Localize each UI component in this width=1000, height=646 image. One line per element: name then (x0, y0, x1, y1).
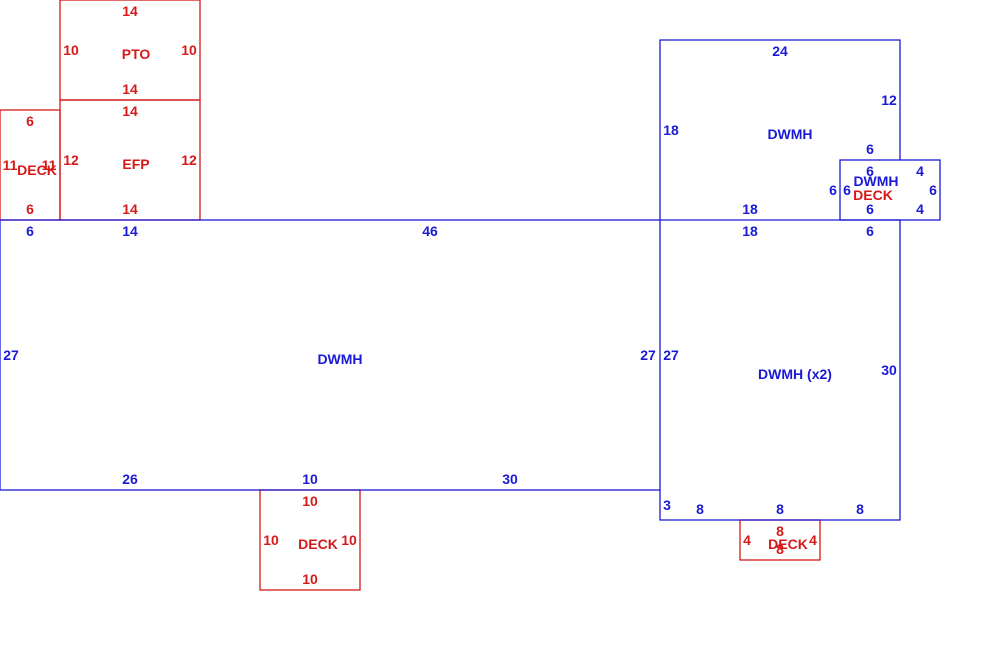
efp-dim-bottom: 14 (122, 201, 138, 217)
upper-dim-notch: 6 (866, 141, 874, 157)
addition-dim-bottom-c: 8 (856, 501, 864, 517)
small-deck-dim-top: 8 (776, 523, 784, 539)
upper-dim-left: 18 (663, 122, 679, 138)
bump-deck-dim-bottom: 4 (916, 201, 924, 217)
main-dim-top-left-b: 14 (122, 223, 138, 239)
main-dwmh-label: DWMH (317, 351, 362, 367)
bump-dim-left: 6 (829, 182, 837, 198)
bottom-deck-dim-right: 10 (341, 532, 357, 548)
upper-dwmh-outline (659, 39, 901, 220)
bottom-deck-dim-left: 10 (263, 532, 279, 548)
upper-dim-bottom: 18 (742, 201, 758, 217)
bump-deck-dim-left: 6 (843, 182, 851, 198)
bump-dwmh-label: DWMH (853, 173, 898, 189)
main-dim-top: 46 (422, 223, 438, 239)
small-deck-dim-bottom: 8 (776, 541, 784, 557)
bottom-deck-label: DECK (298, 536, 338, 552)
efp-dim-right: 12 (181, 152, 197, 168)
pto-dim-top: 14 (122, 3, 138, 19)
addition-dim-top-left: 18 (742, 223, 758, 239)
main-dim-left: 27 (3, 347, 19, 363)
main-dim-bottom-right: 30 (502, 471, 518, 487)
small-deck-dim-right: 4 (809, 532, 817, 548)
addition-outline (659, 219, 901, 521)
addition-dim-right: 30 (881, 362, 897, 378)
upper-dim-top: 24 (772, 43, 788, 59)
efp-dim-top: 14 (122, 103, 138, 119)
bump-deck-label: DECK (853, 187, 893, 203)
pto-dim-left: 10 (63, 42, 79, 58)
left-deck-dim-bottom: 6 (26, 201, 34, 217)
bump-deck-dim-top: 4 (916, 163, 924, 179)
left-deck-dim-right: 11 (42, 157, 57, 173)
bump-dim-top: 6 (866, 163, 874, 179)
main-dim-right: 27 (640, 347, 656, 363)
small-deck-label: DECK (768, 536, 808, 552)
bump-deck-dim-right: 6 (929, 182, 937, 198)
left-deck-dim-top: 6 (26, 113, 34, 129)
pto-dim-bottom: 14 (122, 81, 138, 97)
addition-dim-bottom-a: 8 (696, 501, 704, 517)
upper-dwmh-label: DWMH (767, 126, 812, 142)
main-dim-top-left-a: 6 (26, 223, 34, 239)
bump-outline (839, 159, 941, 221)
pto-label: PTO (122, 46, 151, 62)
left-deck-label: DECK (17, 162, 57, 178)
efp-dim-left: 12 (63, 152, 79, 168)
addition-dim-left: 27 (663, 347, 679, 363)
main-dwmh-outline (0, 219, 661, 491)
addition-label: DWMH (x2) (758, 366, 832, 382)
main-dim-bottom-mid: 10 (302, 471, 318, 487)
addition-dim-top-right: 6 (866, 223, 874, 239)
small-deck-dim-left: 4 (743, 532, 751, 548)
bottom-deck-dim-top: 10 (302, 493, 318, 509)
pto-dim-right: 10 (181, 42, 197, 58)
bump-dim-bottom: 6 (866, 201, 874, 217)
efp-label: EFP (122, 156, 149, 172)
upper-dim-right-top: 12 (881, 92, 897, 108)
bottom-deck-dim-bottom: 10 (302, 571, 318, 587)
left-deck-dim-left: 11 (3, 157, 18, 173)
main-dim-bottom-left: 26 (122, 471, 138, 487)
addition-dim-bottom-b: 8 (776, 501, 784, 517)
addition-dim-step: 3 (663, 497, 671, 513)
